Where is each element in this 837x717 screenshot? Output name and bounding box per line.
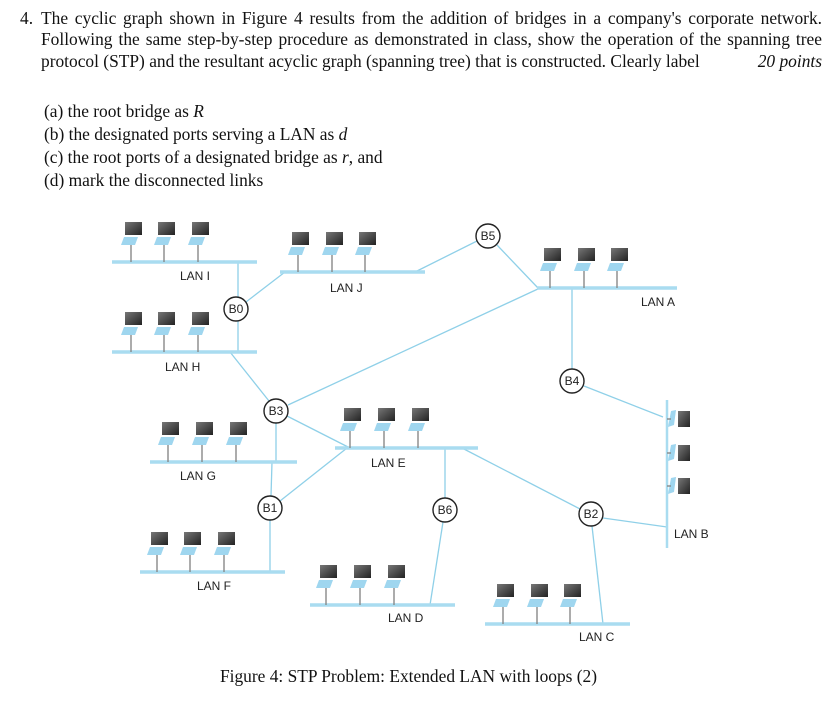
link-b0-lan-j <box>245 271 286 303</box>
item-math: d <box>338 124 348 144</box>
item-d: (d) mark the disconnected links <box>44 169 383 192</box>
bridge-b6 <box>432 497 458 523</box>
lan-c-label: LAN C <box>579 630 615 644</box>
bridge-b3-label: B3 <box>269 404 284 418</box>
computer-icon <box>492 583 515 625</box>
bridge-b5-label: B5 <box>481 229 496 243</box>
computer-icon <box>666 409 691 428</box>
computer-icon <box>407 407 430 449</box>
question-items: (a) the root bridge as R (b) the designa… <box>44 100 383 192</box>
link-b4-lan-b <box>583 385 664 418</box>
lan-h-label: LAN H <box>165 360 200 374</box>
link-lan-h-b3 <box>229 351 270 402</box>
computer-icon <box>606 247 629 289</box>
bridge-b4 <box>559 368 585 394</box>
link-b2-lan-b <box>602 517 668 528</box>
computer-icon <box>354 231 377 273</box>
computer-icon <box>179 531 202 573</box>
computer-icon <box>153 311 176 353</box>
computer-icon <box>287 231 310 273</box>
link-lan-e-b2 <box>461 447 581 510</box>
item-c: (c) the root ports of a designated bridg… <box>44 146 383 169</box>
link-b5-lan-a <box>496 244 539 289</box>
link-b3-lan-a <box>287 287 541 406</box>
points-label: 20 points <box>757 50 822 71</box>
lan-j-label: LAN J <box>330 281 363 295</box>
computer-icon <box>225 421 248 463</box>
computer-icon <box>321 231 344 273</box>
item-b: (b) the designated ports serving a LAN a… <box>44 123 383 146</box>
computer-icon <box>315 564 338 606</box>
bridge-b1 <box>257 495 283 521</box>
item-math: r <box>341 147 349 167</box>
bridge-b1-label: B1 <box>263 501 278 515</box>
computer-icon <box>157 421 180 463</box>
computer-icon <box>349 564 372 606</box>
question-block: 4. The cyclic graph shown in Figure 4 re… <box>20 8 822 72</box>
computer-icon <box>191 421 214 463</box>
links <box>229 240 668 625</box>
bridge-b2 <box>578 501 604 527</box>
computer-icon <box>559 583 582 625</box>
lan-f-label: LAN F <box>197 579 231 593</box>
lan-i-label: LAN I <box>180 269 210 283</box>
bridge-b6-label: B6 <box>438 503 453 517</box>
computer-icon <box>153 221 176 263</box>
bridge-b0 <box>223 296 249 322</box>
item-text: the root ports of a designated bridge as <box>67 147 342 167</box>
computer-icon <box>146 531 169 573</box>
item-math: R <box>193 101 204 121</box>
bridge-b2-label: B2 <box>584 507 599 521</box>
link-b3-lan-e <box>286 415 351 449</box>
link-b2-lan-c <box>591 525 604 625</box>
link-b1-lan-e <box>279 447 348 502</box>
lan-b-label: LAN B <box>674 527 709 541</box>
question-number: 4. <box>20 8 34 28</box>
item-marker: (b) <box>44 124 65 144</box>
question-body: The cyclic graph shown in Figure 4 resul… <box>41 8 822 71</box>
item-text: the root bridge as <box>67 101 194 121</box>
computer-icon <box>187 311 210 353</box>
computer-icon <box>339 407 362 449</box>
computer-icon <box>120 311 143 353</box>
link-b6-lan-d <box>429 521 444 606</box>
item-marker: (a) <box>44 101 64 121</box>
computer-icon <box>213 531 236 573</box>
item-text: the designated ports serving a LAN as <box>68 124 339 144</box>
bridge-b0-label: B0 <box>229 302 244 316</box>
computer-icon <box>120 221 143 263</box>
bridge-b5 <box>475 223 501 249</box>
computer-icon <box>539 247 562 289</box>
bridge-b4-label: B4 <box>565 374 580 388</box>
computer-icon <box>526 583 549 625</box>
item-a: (a) the root bridge as R <box>44 100 383 123</box>
computer-icon <box>666 443 691 462</box>
lan-segments <box>112 260 677 626</box>
figure-caption: Figure 4: STP Problem: Extended LAN with… <box>219 666 598 686</box>
link-lan-j-b5 <box>414 240 478 273</box>
item-marker: (c) <box>44 147 64 167</box>
computer-icon <box>187 221 210 263</box>
computer-icon <box>383 564 406 606</box>
item-text: mark the disconnected links <box>68 170 264 190</box>
lan-d-label: LAN D <box>388 611 424 625</box>
lan-a-label: LAN A <box>641 295 675 309</box>
bridge-b3 <box>263 398 289 424</box>
computer-icon <box>666 476 691 495</box>
item-marker: (d) <box>44 170 65 190</box>
computer-icon <box>373 407 396 449</box>
item-tail: , and <box>348 147 383 167</box>
question-text: The cyclic graph shown in Figure 4 resul… <box>41 8 822 72</box>
lan-e-label: LAN E <box>371 456 406 470</box>
lan-g-label: LAN G <box>180 469 216 483</box>
link-b1-lan-g <box>270 461 273 497</box>
computer-icon <box>573 247 596 289</box>
